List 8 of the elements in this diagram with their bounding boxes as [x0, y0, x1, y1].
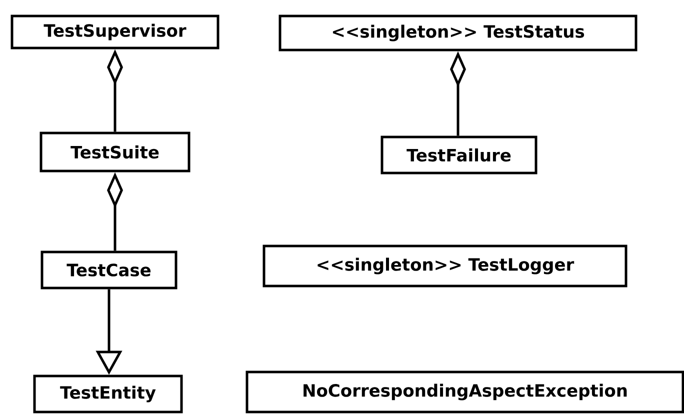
- class-box: TestSupervisor: [10, 14, 220, 50]
- class-box: TestSuite: [40, 132, 190, 172]
- class-box: TestCase: [40, 250, 178, 290]
- class-box: TestEntity: [33, 374, 183, 414]
- class-box: <<singleton>> TestStatus: [278, 14, 638, 52]
- class-box: TestFailure: [380, 136, 538, 174]
- class-box: <<singleton>> TestLogger: [262, 244, 628, 288]
- class-box: NoCorrespondingAspectException: [246, 370, 684, 414]
